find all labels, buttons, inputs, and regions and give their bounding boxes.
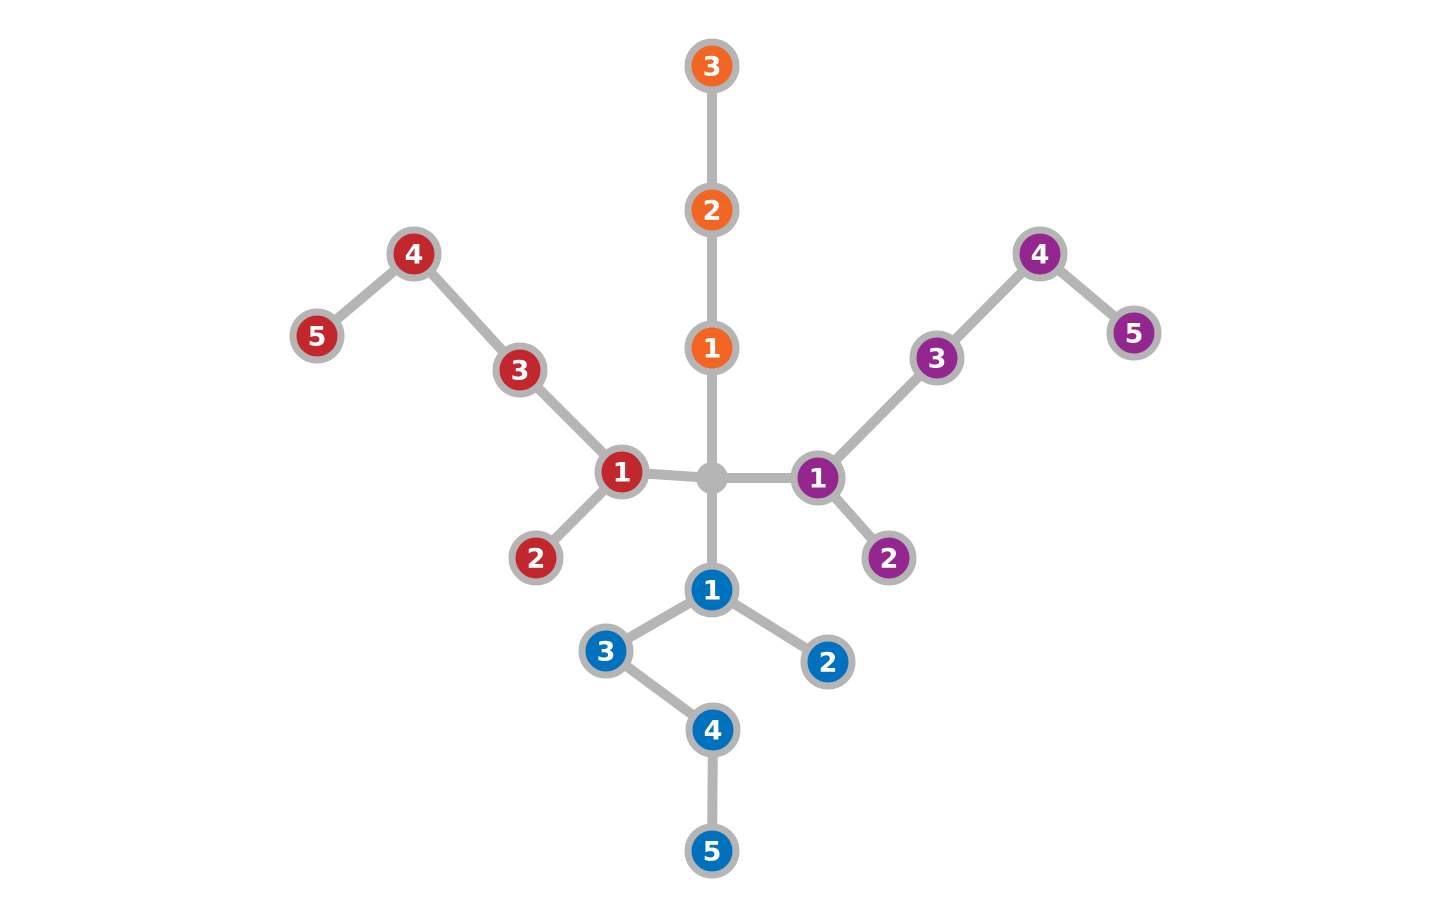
nodes-layer: 1 2 3 1 2 3 4 5 1 2 3 4 5 1 2 3 4 5 (289, 38, 1162, 879)
node-blue-2: 2 (800, 634, 856, 690)
node-label: 1 (809, 464, 828, 495)
node-purple-5: 5 (1106, 305, 1162, 361)
node-label: 4 (1031, 240, 1050, 271)
node-circle (578, 623, 634, 679)
node-red-5: 5 (289, 308, 345, 364)
node-label: 5 (308, 322, 327, 353)
node-circle (909, 330, 965, 386)
node-label: 3 (597, 637, 616, 668)
node-circle (492, 342, 548, 398)
node-orange-1: 1 (684, 320, 740, 376)
node-blue-4: 4 (685, 702, 741, 758)
edge-purple-0-2 (813, 353, 942, 483)
node-circle (790, 450, 846, 506)
node-blue-1: 1 (684, 562, 740, 618)
node-purple-4: 4 (1012, 226, 1068, 282)
node-label: 1 (703, 576, 722, 607)
node-purple-3: 3 (909, 330, 965, 386)
node-circle (861, 530, 917, 586)
node-orange-2: 2 (684, 182, 740, 238)
node-label: 5 (703, 837, 722, 868)
node-label: 2 (880, 544, 899, 575)
node-label: 4 (704, 716, 723, 747)
node-purple-2: 2 (861, 530, 917, 586)
node-circle (684, 562, 740, 618)
node-label: 2 (819, 648, 838, 679)
node-circle (800, 634, 856, 690)
node-red-2: 2 (508, 530, 564, 586)
node-circle (289, 308, 345, 364)
node-label: 3 (511, 356, 530, 387)
node-label: 1 (613, 458, 632, 489)
node-circle (684, 38, 740, 94)
node-circle (1012, 226, 1068, 282)
node-circle (1106, 305, 1162, 361)
node-circle (594, 444, 650, 500)
node-purple-1: 1 (790, 450, 846, 506)
hub-junction (696, 462, 728, 494)
node-red-3: 3 (492, 342, 548, 398)
node-circle (684, 320, 740, 376)
node-label: 5 (1125, 319, 1144, 350)
node-circle (684, 182, 740, 238)
node-circle (386, 226, 442, 282)
node-red-1: 1 (594, 444, 650, 500)
node-circle (685, 702, 741, 758)
node-label: 4 (405, 240, 424, 271)
node-orange-3: 3 (684, 38, 740, 94)
node-label: 1 (703, 334, 722, 365)
node-label: 2 (527, 544, 546, 575)
node-red-4: 4 (386, 226, 442, 282)
hub-layer (696, 462, 728, 494)
node-label: 3 (928, 344, 947, 375)
node-circle (508, 530, 564, 586)
node-circle (684, 823, 740, 879)
node-blue-5: 5 (684, 823, 740, 879)
node-label: 2 (703, 196, 722, 227)
node-blue-3: 3 (578, 623, 634, 679)
node-label: 3 (703, 52, 722, 83)
